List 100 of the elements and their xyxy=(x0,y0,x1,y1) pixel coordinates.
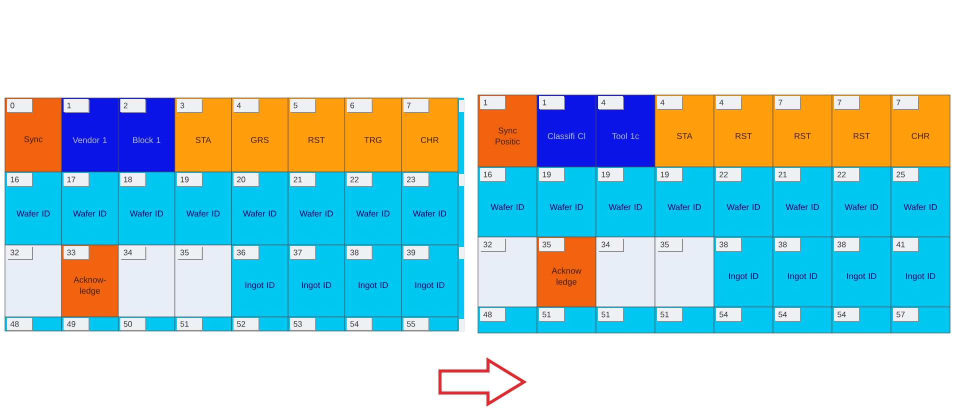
number-tab: 51 xyxy=(176,318,203,331)
number-tab: 5 xyxy=(290,99,316,113)
number-tab: 33 xyxy=(64,246,90,260)
cell-label: Vendor 1 xyxy=(72,136,107,144)
number-tab: 54 xyxy=(834,308,860,322)
number-tab: 49 xyxy=(64,318,90,331)
number-tab: 35 xyxy=(176,246,203,260)
cell-label: Wafer ID xyxy=(668,204,701,210)
number-tab: 38 xyxy=(716,238,742,252)
cell-label: Ingot ID xyxy=(847,273,876,281)
number-tab: 4 xyxy=(716,96,742,110)
cell-label: Acknow ledge xyxy=(552,268,582,286)
number-tab: 38 xyxy=(346,246,373,260)
cell-label: Block 1 xyxy=(133,136,160,144)
cell-label: CHR xyxy=(912,133,930,139)
cell-label: Sync xyxy=(24,136,43,144)
number-tab: 19 xyxy=(598,168,624,182)
number-tab: 1 xyxy=(539,96,565,110)
number-tab: 34 xyxy=(598,238,624,252)
number-tab: 53 xyxy=(290,318,316,331)
number-tab: 48 xyxy=(7,318,33,331)
cell-label: Ingot ID xyxy=(415,282,444,290)
number-tab: 54 xyxy=(346,318,373,331)
number-tab: 51 xyxy=(539,308,565,322)
cell-label: Wafer ID xyxy=(608,204,642,210)
number-tab: 22 xyxy=(834,168,860,182)
cell-label: Wafer ID xyxy=(550,204,583,210)
number-tab: 7 xyxy=(775,96,802,110)
cell-label: Wafer ID xyxy=(243,210,276,217)
number-tab: 16 xyxy=(7,173,33,187)
number-tab: 35 xyxy=(539,238,565,252)
number-tab: 21 xyxy=(775,168,802,182)
number-tab: 23 xyxy=(403,173,430,187)
cell-label: RST xyxy=(308,137,325,143)
cell-label: Wafer ID xyxy=(186,210,220,217)
cell-label: Wafer ID xyxy=(490,204,524,210)
number-tab: 7 xyxy=(893,96,920,110)
number-tab: 48 xyxy=(480,308,506,322)
number-tab: 19 xyxy=(539,168,565,182)
number-tab: 7 xyxy=(403,99,430,113)
cell-label: Acknow- ledge xyxy=(74,276,106,296)
cell-label: Ingot ID xyxy=(729,273,758,281)
cell-label: Wafer ID xyxy=(300,210,333,217)
number-tab: 41 xyxy=(893,238,920,252)
number-tab: 25 xyxy=(893,168,920,182)
number-tab: 54 xyxy=(775,308,802,322)
number-tab: 52 xyxy=(234,318,260,331)
cell-label: Wafer ID xyxy=(844,204,878,210)
number-tab: 35 xyxy=(657,238,683,252)
number-tab: 51 xyxy=(657,308,683,322)
number-tab: 7 xyxy=(834,96,860,110)
cell-label: RST xyxy=(794,133,811,139)
number-tab: 54 xyxy=(716,308,742,322)
number-tab: 4 xyxy=(234,99,260,113)
number-tab: 50 xyxy=(120,318,146,331)
block-arrow xyxy=(438,357,527,407)
cell-label: Wafer ID xyxy=(356,210,390,217)
cell-label: Sync Positic xyxy=(496,128,520,144)
cell-label: CHR xyxy=(420,137,439,143)
number-tab: 55 xyxy=(403,318,430,331)
number-tab: 6 xyxy=(346,99,373,113)
number-tab: 4 xyxy=(657,96,683,110)
cell-label: Wafer ID xyxy=(726,204,760,210)
number-tab: 4 xyxy=(598,96,624,110)
number-tab: 17 xyxy=(64,173,90,187)
cell-label: Classifi Cl xyxy=(548,132,586,140)
cell-label: Ingot ID xyxy=(906,273,936,281)
number-tab: 1 xyxy=(64,99,90,113)
number-tab: 36 xyxy=(234,246,260,260)
cell-label: RST xyxy=(736,133,752,139)
number-tab: 51 xyxy=(598,308,624,322)
number-tab: 0 xyxy=(7,99,33,113)
number-tab: 38 xyxy=(834,238,860,252)
cell-label: Ingot ID xyxy=(245,282,274,290)
cell-label: STA xyxy=(676,133,692,139)
number-tab: 34 xyxy=(120,246,146,260)
number-tab: 19 xyxy=(657,168,683,182)
number-tab: 2 xyxy=(120,99,146,113)
number-tab: 1 xyxy=(480,96,506,110)
cell-label: Ingot ID xyxy=(302,282,332,290)
number-tab: 32 xyxy=(7,246,33,260)
number-tab: 57 xyxy=(893,308,920,322)
cell-label: Wafer ID xyxy=(904,204,937,210)
number-tab: 18 xyxy=(120,173,146,187)
cell-label: TRG xyxy=(364,137,382,143)
number-tab: 21 xyxy=(290,173,316,187)
cell-label: Tool 1c xyxy=(612,132,639,140)
cell-label: Wafer ID xyxy=(16,210,50,217)
cell-label: GRS xyxy=(251,137,269,143)
number-tab: 37 xyxy=(290,246,316,260)
number-tab: 32 xyxy=(480,238,506,252)
cell-label: Wafer ID xyxy=(786,204,819,210)
cell-label: Ingot ID xyxy=(358,282,388,290)
cell-label: Ingot ID xyxy=(788,273,818,281)
number-tab: 22 xyxy=(346,173,373,187)
cell-label: RST xyxy=(854,133,870,139)
number-tab: 19 xyxy=(176,173,203,187)
number-tab: 38 xyxy=(775,238,802,252)
number-tab: 3 xyxy=(176,99,203,113)
number-tab: 16 xyxy=(480,168,506,182)
